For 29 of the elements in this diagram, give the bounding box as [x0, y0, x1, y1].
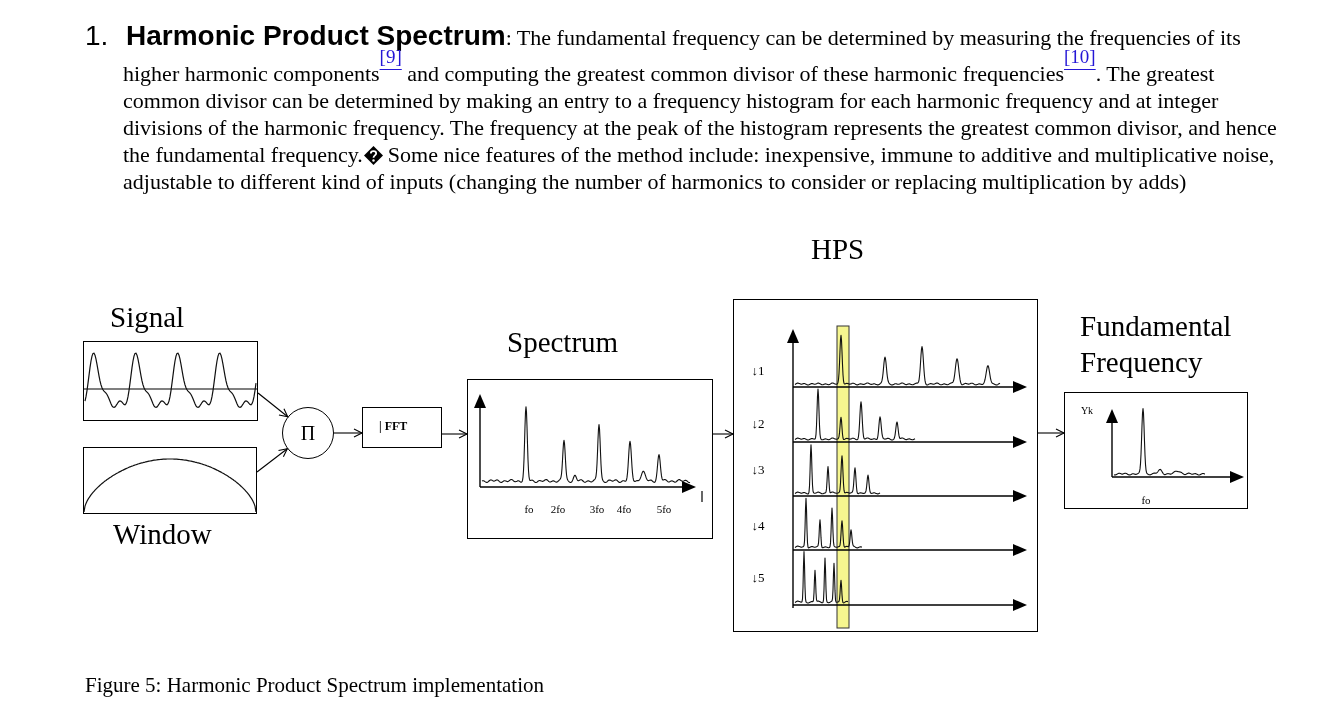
operator-symbol: Π — [300, 422, 316, 444]
axis-tick-label: 2fo — [550, 503, 566, 515]
panel-title: Window — [113, 517, 212, 552]
figure-caption: Figure 5: Harmonic Product Spectrum implementation — [85, 672, 544, 698]
reference-link: [10] — [1064, 45, 1096, 67]
panel-title: Fundamental Frequency — [1080, 309, 1233, 380]
axis-tick-label: fo — [524, 503, 534, 515]
flow-arrow — [712, 429, 734, 439]
flow-arrow — [256, 448, 288, 473]
downsample-label: ↓5 — [751, 569, 765, 585]
axis-label: Yk — [1080, 404, 1094, 416]
block-label: | FFT — [379, 419, 408, 433]
panel-title: HPS — [811, 232, 865, 267]
downsample-label: ↓2 — [751, 415, 765, 431]
downsample-label: ↓1 — [751, 362, 765, 378]
fft-block — [362, 407, 442, 448]
flow-arrow — [1037, 428, 1065, 438]
axis-tick-label: 5fo — [656, 503, 672, 515]
downsample-label: ↓4 — [751, 517, 765, 533]
list-number: 1. — [85, 22, 110, 49]
panel-title: Signal — [110, 300, 185, 335]
flow-arrow — [441, 429, 468, 439]
flow-arrow — [257, 392, 289, 418]
panel-title: Spectrum — [507, 325, 619, 360]
axis-tick-label: fo — [1141, 494, 1151, 506]
axis-tick-label: 3fo — [589, 503, 605, 515]
downsample-label: ↓3 — [751, 461, 765, 477]
axis-tick-label: 4fo — [616, 503, 632, 515]
flow-arrow — [333, 428, 363, 438]
